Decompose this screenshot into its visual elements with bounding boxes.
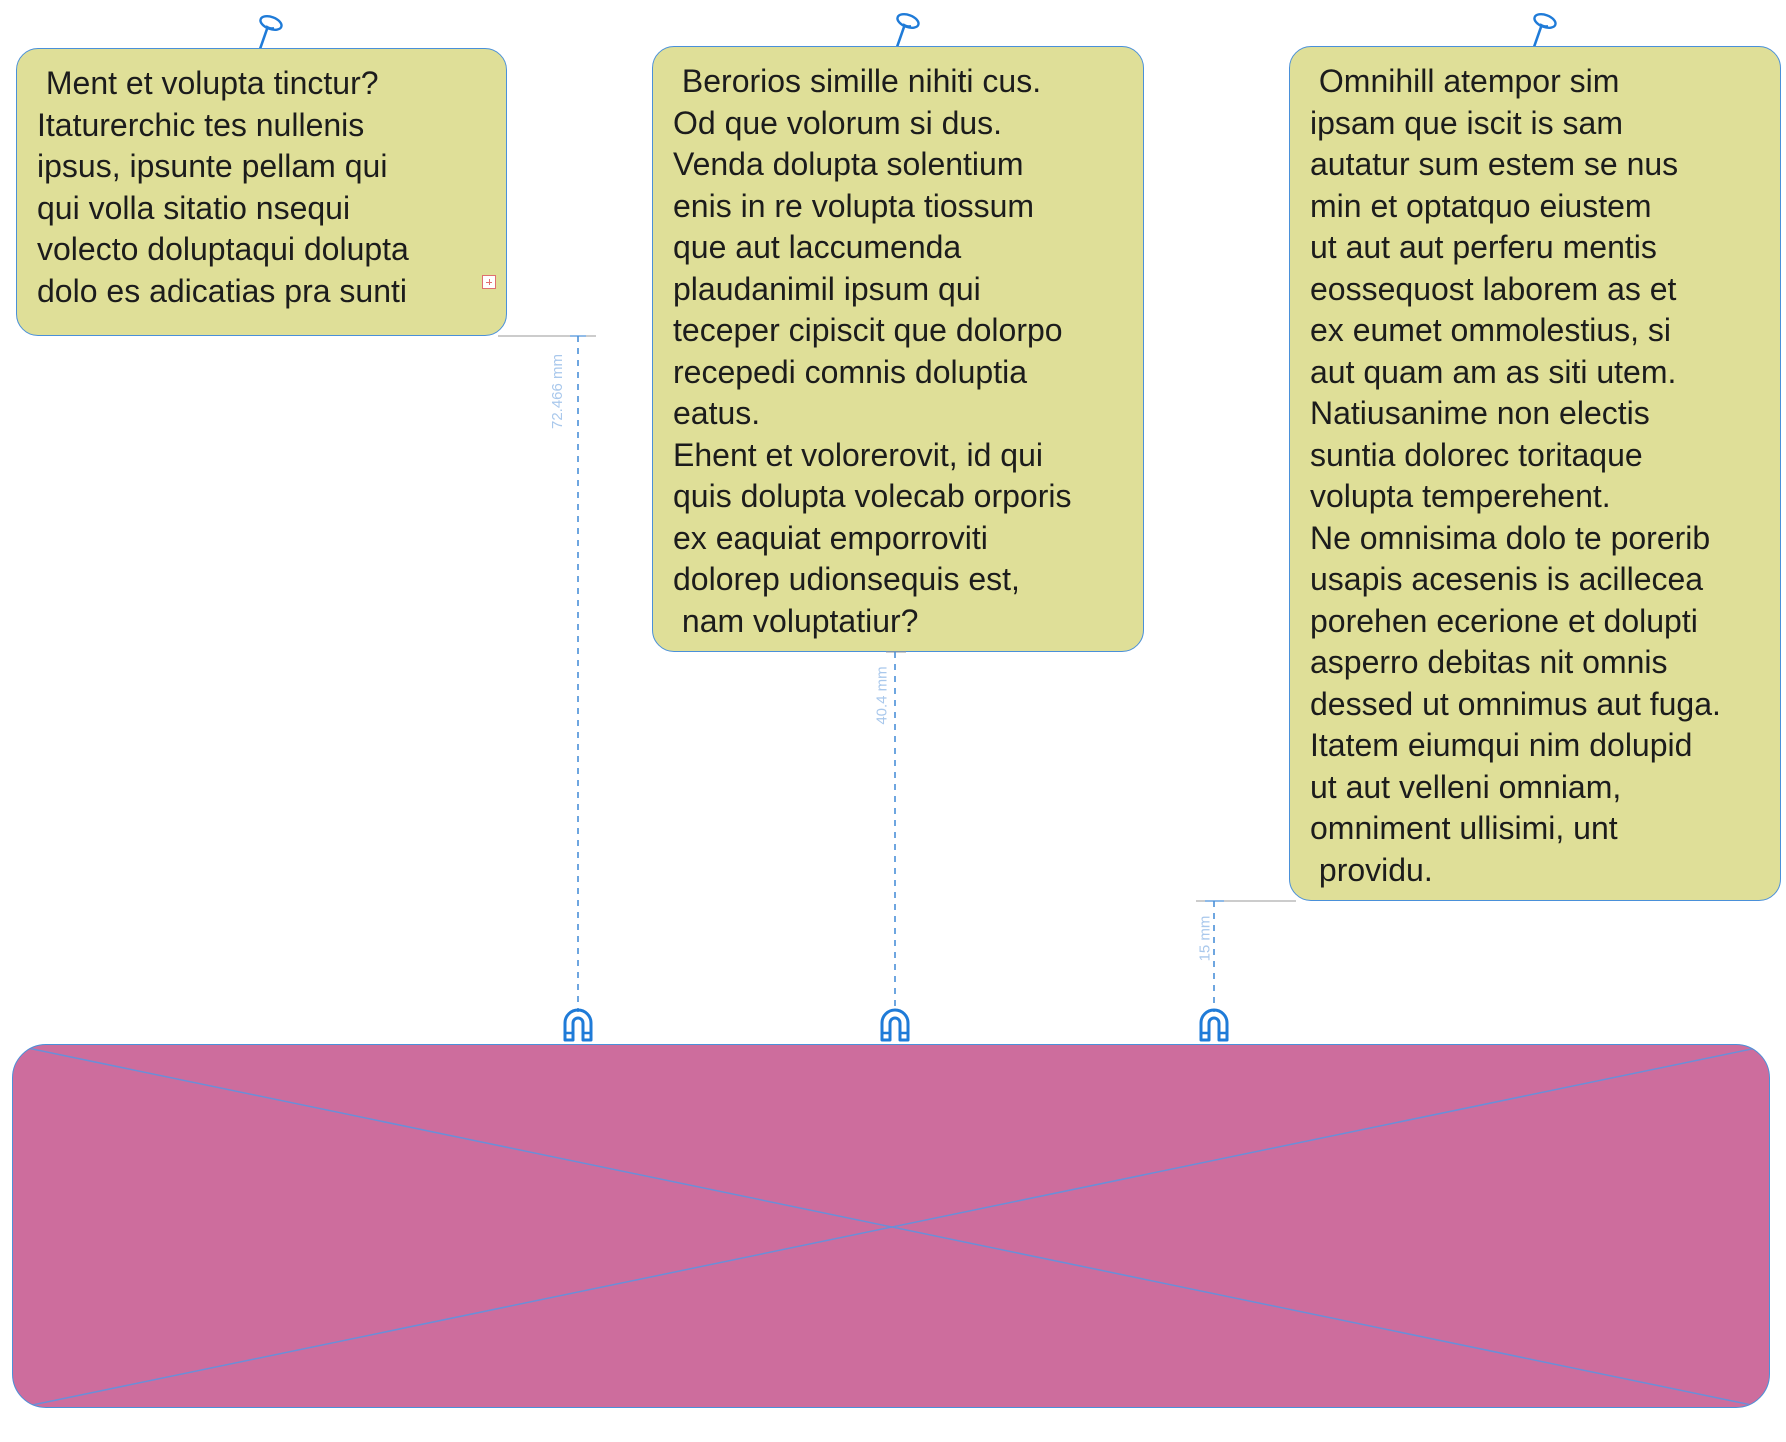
image-placeholder-frame[interactable] xyxy=(12,1044,1770,1408)
overflow-plus-icon[interactable] xyxy=(482,275,496,289)
frame-text: Omnihill atempor sim ipsam que iscit is … xyxy=(1310,63,1721,888)
text-frame-1[interactable]: Ment et volupta tinctur? Itaturerchic te… xyxy=(16,48,507,336)
placeholder-cross xyxy=(13,1045,1769,1407)
pin-icon[interactable] xyxy=(1524,12,1560,52)
distance-label: 72.466 mm xyxy=(549,353,567,430)
text-frame-3[interactable]: Omnihill atempor sim ipsam que iscit is … xyxy=(1289,46,1781,901)
text-frame-2[interactable]: Berorios simille nihiti cus. Od que volo… xyxy=(652,46,1144,652)
pin-icon[interactable] xyxy=(887,12,923,52)
frame-text: Berorios simille nihiti cus. Od que volo… xyxy=(673,63,1072,639)
magnet-icon[interactable] xyxy=(561,1006,595,1042)
pin-icon[interactable] xyxy=(250,14,286,54)
magnet-icon[interactable] xyxy=(1197,1006,1231,1042)
frame-text: Ment et volupta tinctur? Itaturerchic te… xyxy=(37,65,409,309)
distance-label: 40.4 mm xyxy=(873,666,891,725)
magnet-icon[interactable] xyxy=(878,1006,912,1042)
distance-label: 15 mm xyxy=(1196,915,1214,962)
